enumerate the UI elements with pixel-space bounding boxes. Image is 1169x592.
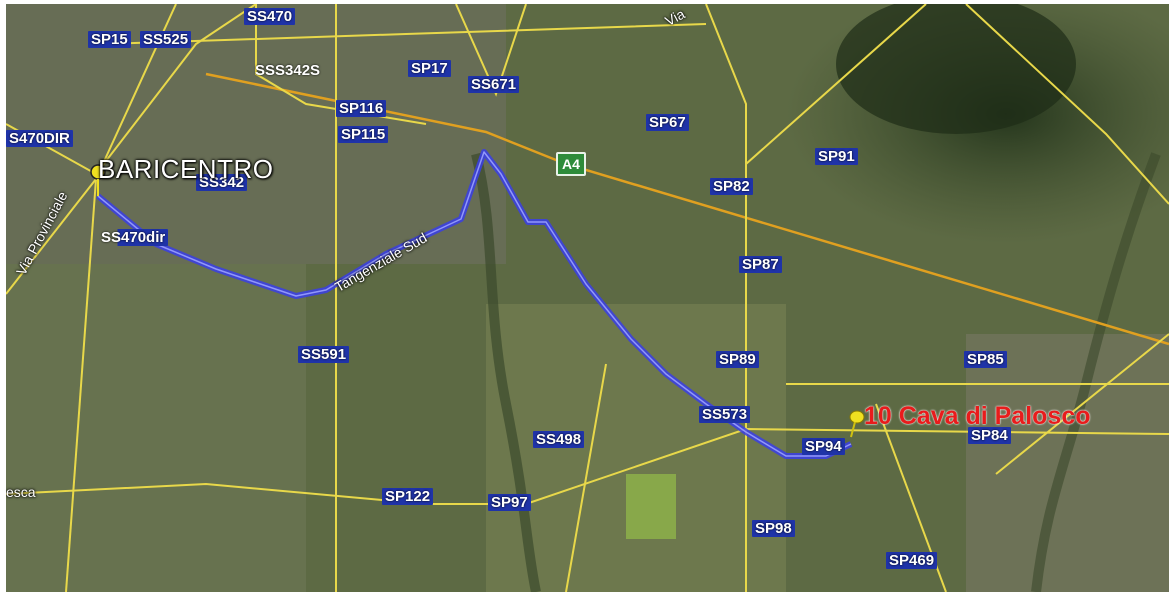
shield-ss342s: SSS342S (255, 62, 321, 79)
satellite-map[interactable]: SP15 SS525 SS470 SSS342S SP17 SS671 S470… (6, 4, 1169, 592)
shield-sp116: SP116 (336, 100, 387, 117)
shield-ss573: SS573 (699, 406, 751, 423)
shield-ss525: SS525 (140, 31, 192, 48)
shield-ss591: SS591 (298, 346, 350, 363)
place-label-baricentro: BARICENTRO (98, 154, 274, 184)
shield-sp122: SP122 (382, 488, 434, 505)
shield-sp67: SP67 (646, 114, 689, 131)
shield-a4: A4 (556, 152, 586, 176)
shield-sp17: SP17 (408, 60, 451, 77)
shield-ss671: SS671 (468, 76, 520, 93)
poi-label[interactable]: 10 Cava di Palosco (864, 402, 1091, 430)
shield-sp15: SP15 (88, 31, 131, 48)
shield-sp87: SP87 (739, 256, 782, 273)
river (471, 152, 541, 592)
shield-sp82: SP82 (710, 178, 753, 195)
map-graphics (6, 4, 1169, 592)
mountain-ridge (836, 4, 1076, 134)
shield-ss470: SS470 (244, 8, 296, 25)
shield-ss498: SS498 (533, 431, 585, 448)
shield-sp85: SP85 (964, 351, 1007, 368)
shield-sp97: SP97 (488, 494, 531, 511)
start-marker-icon[interactable] (90, 164, 106, 196)
shield-sp89: SP89 (716, 351, 759, 368)
shield-sp98: SP98 (752, 520, 795, 537)
route-path-highlight (97, 151, 852, 457)
green-field (626, 474, 676, 539)
shield-sp94: SP94 (802, 438, 845, 455)
shield-s470dir: S470DIR (6, 130, 73, 147)
fields-southwest (6, 264, 306, 592)
road-label-esca: esca (6, 484, 36, 500)
shield-ss470dir: SS470dir (98, 229, 169, 246)
shield-sp84: SP84 (968, 427, 1011, 444)
shield-sp91: SP91 (815, 148, 858, 165)
shield-ss342: SS342 (196, 174, 248, 191)
pushpin-icon[interactable] (849, 410, 865, 438)
shield-sp469: SP469 (886, 552, 938, 569)
shield-sp115: SP115 (338, 126, 389, 143)
